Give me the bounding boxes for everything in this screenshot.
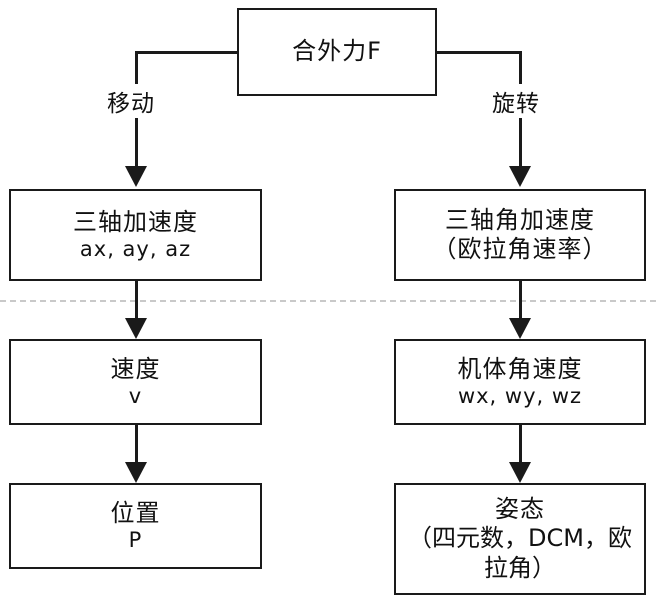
node-three-axis-acceleration: 三轴加速度 ax, ay, az — [9, 189, 262, 281]
edge-label-translation: 移动 — [103, 84, 159, 118]
node-three-axis-acceleration-symbols: ax, ay, az — [79, 236, 192, 261]
node-three-axis-angular-acceleration-title: 三轴角加速度 — [445, 205, 595, 234]
connector-angular-accel-to-body-rate — [519, 281, 522, 320]
arrowhead-body-rate-to-attitude — [509, 462, 531, 483]
node-body-angular-velocity: 机体角速度 wx, wy, wz — [394, 339, 646, 425]
edge-label-rotation: 旋转 — [488, 84, 544, 118]
node-resultant-force: 合外力F — [237, 8, 437, 96]
arrowhead-force-to-right-accel — [509, 166, 531, 187]
arrowhead-force-to-left-accel — [125, 166, 147, 187]
node-attitude-title: 姿态 — [495, 495, 545, 524]
node-attitude: 姿态 （四元数，DCM，欧拉角） — [394, 483, 646, 595]
node-three-axis-angular-acceleration-symbols: （欧拉角速率） — [432, 235, 608, 263]
connector-accel-to-velocity — [135, 281, 138, 320]
node-velocity: 速度 v — [9, 339, 262, 425]
connector-velocity-to-position — [135, 425, 138, 465]
node-position-title: 位置 — [110, 498, 161, 527]
node-position: 位置 P — [9, 483, 262, 569]
connector-force-to-right-horizontal — [435, 51, 522, 54]
arrowhead-accel-to-velocity — [125, 318, 147, 339]
connector-body-rate-to-attitude — [519, 425, 522, 465]
arrowhead-velocity-to-position — [125, 462, 147, 483]
node-resultant-force-label: 合外力F — [292, 37, 382, 66]
node-three-axis-acceleration-title: 三轴加速度 — [73, 207, 198, 236]
node-attitude-symbols: （四元数，DCM，欧拉角） — [408, 524, 632, 582]
node-velocity-title: 速度 — [110, 354, 161, 383]
node-three-axis-angular-acceleration: 三轴角加速度 （欧拉角速率） — [394, 189, 646, 281]
node-body-angular-velocity-title: 机体角速度 — [457, 354, 583, 383]
node-position-symbols: P — [128, 527, 143, 552]
node-body-angular-velocity-symbols: wx, wy, wz — [457, 383, 583, 408]
arrowhead-angular-accel-to-body-rate — [509, 318, 531, 339]
connector-force-to-left-horizontal — [135, 51, 239, 54]
node-velocity-symbols: v — [128, 383, 143, 408]
frame-separator-dashed-line — [0, 300, 656, 302]
